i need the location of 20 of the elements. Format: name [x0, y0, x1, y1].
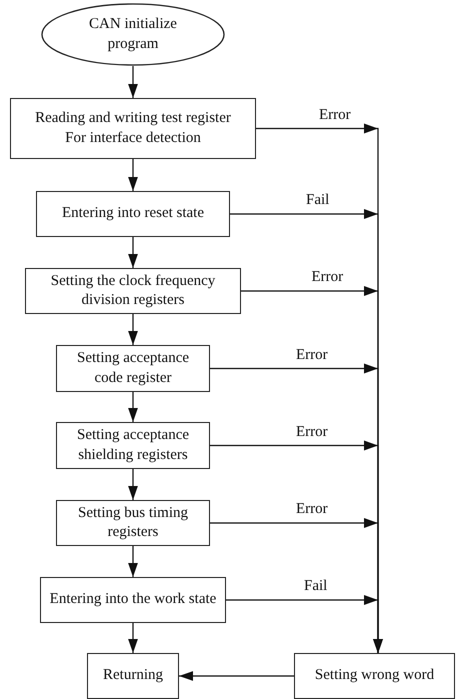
start-ellipse	[41, 3, 225, 66]
terminal-box	[294, 653, 455, 699]
node-text: CAN initialize program	[88, 15, 178, 54]
node-text: Setting bus timing registers	[76, 504, 189, 542]
process-box	[10, 98, 256, 159]
process-box	[40, 577, 226, 623]
node-text: Setting acceptance code register	[76, 349, 190, 388]
process-box	[56, 345, 210, 392]
process-box	[36, 191, 230, 237]
process-box	[56, 500, 210, 546]
node-text: Setting the clock frequency division registers	[50, 272, 216, 310]
node-text: Reading and writing test register For interface detection	[34, 109, 232, 148]
node-text: Returning	[103, 666, 163, 686]
node-text: Setting wrong word	[314, 666, 434, 686]
terminal-box	[87, 653, 179, 699]
node-text: Setting acceptance shielding registers	[76, 426, 190, 464]
node-text: Entering into reset state	[62, 204, 204, 224]
node-text: Entering into the work state	[50, 590, 216, 610]
process-box	[25, 268, 241, 314]
process-box	[56, 422, 210, 469]
